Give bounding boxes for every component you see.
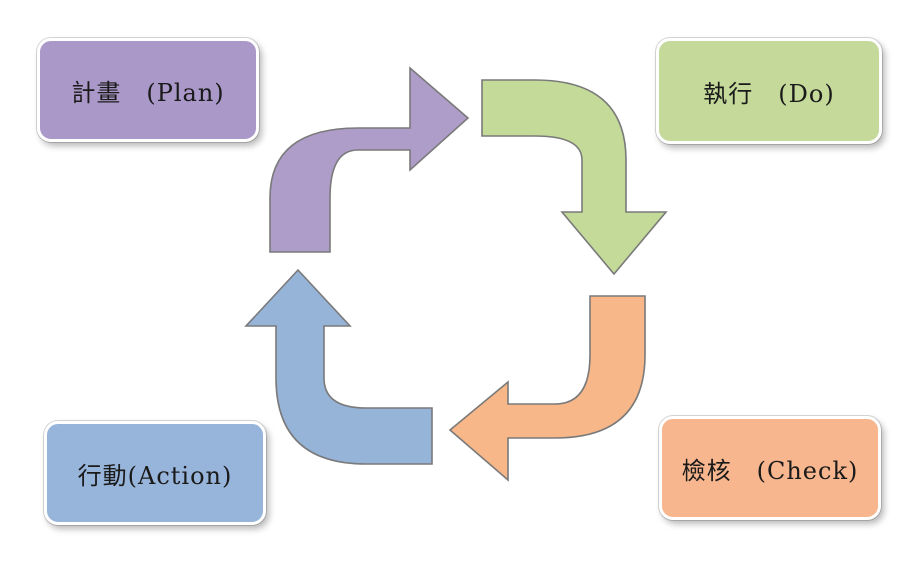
plan-label: 計畫 (Plan) <box>71 78 225 107</box>
do-label: 執行 (Do) <box>703 79 835 108</box>
check-arrow <box>448 295 646 482</box>
check-label: 檢核 (Check) <box>681 456 859 485</box>
plan-box: 計畫 (Plan) <box>37 38 259 142</box>
do-arrow <box>481 79 668 276</box>
check-box: 檢核 (Check) <box>659 416 881 520</box>
action-arrow <box>244 268 433 465</box>
plan-arrow <box>269 66 470 253</box>
action-box: 行動(Action) <box>44 421 266 525</box>
action-label: 行動(Action) <box>77 461 233 490</box>
do-box: 執行 (Do) <box>656 38 882 144</box>
